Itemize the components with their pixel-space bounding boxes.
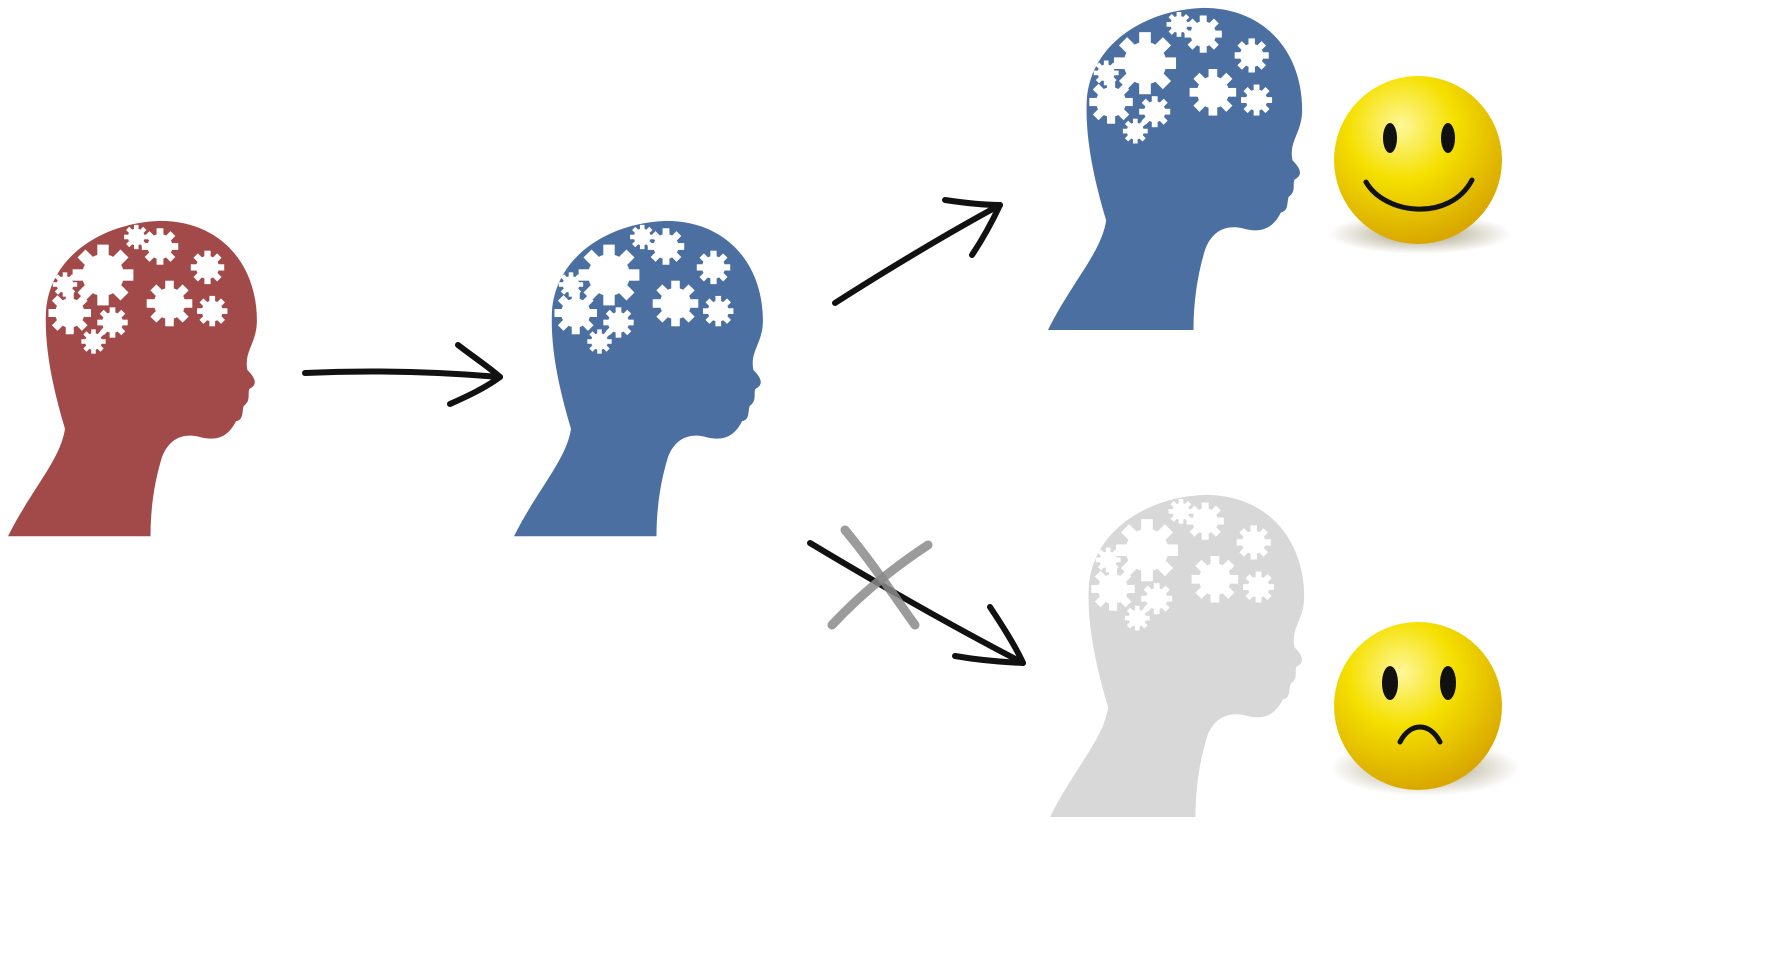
blocked-head bbox=[1050, 495, 1304, 817]
arrow-middle-to-blocked bbox=[810, 543, 1023, 663]
sad-face-icon bbox=[1330, 622, 1520, 796]
origin-head bbox=[8, 221, 257, 536]
arrow-origin-to-middle bbox=[305, 345, 500, 404]
success-head bbox=[1048, 8, 1302, 330]
arrow-middle-to-success bbox=[835, 200, 1000, 303]
happy-face-icon bbox=[1328, 76, 1512, 254]
cross-out-mark bbox=[832, 530, 928, 625]
middle-head bbox=[514, 221, 763, 536]
